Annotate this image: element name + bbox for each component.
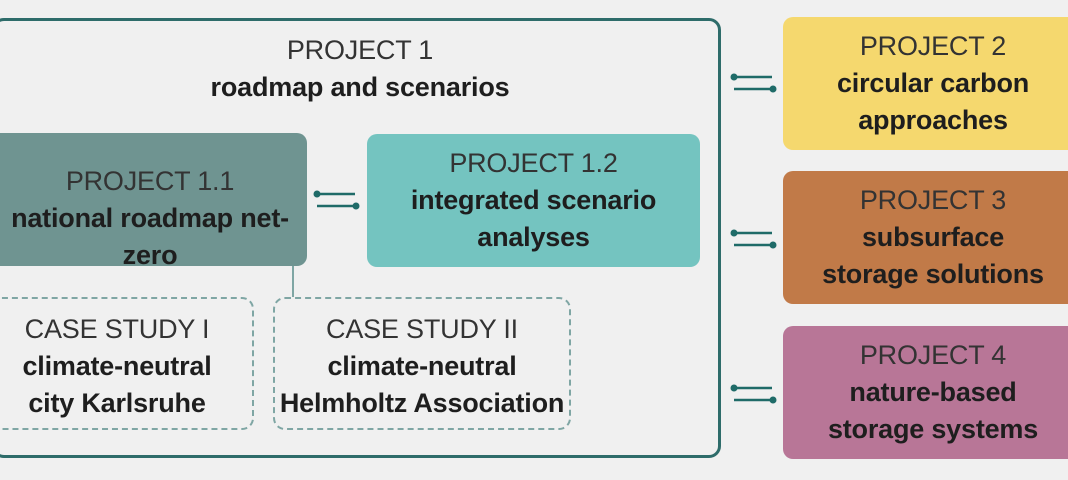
project-1-2-subtitle-line1: integrated scenario <box>410 185 657 215</box>
project-1-1-vertical-line <box>292 266 294 299</box>
project-1-1-box: PROJECT 1.1 national roadmap net-zero <box>0 133 307 266</box>
case-study-1-line2: city Karlsruhe <box>28 388 206 418</box>
project-2-box: PROJECT 2 circular carbon approaches <box>783 17 1068 150</box>
project-3-box: PROJECT 3 subsurface storage solutions <box>783 171 1068 304</box>
project-1-1-title: PROJECT 1.1 <box>65 166 235 196</box>
project-1-label: PROJECT 1 roadmap and scenarios <box>0 32 720 106</box>
connector-project-2-icon <box>730 73 777 93</box>
project-4-title: PROJECT 4 <box>859 340 1007 370</box>
project-1-1-subtitle: national roadmap net-zero <box>11 203 289 266</box>
connector-1-1-to-1-2-icon <box>313 190 360 210</box>
project-4-box: PROJECT 4 nature-based storage systems <box>783 326 1068 459</box>
case-study-2-line2: Helmholtz Association <box>279 388 565 418</box>
project-4-line1: nature-based <box>849 377 1017 407</box>
project-2-line1: circular carbon <box>836 68 1030 98</box>
case-study-1-line1: climate-neutral <box>22 351 212 381</box>
project-1-title: PROJECT 1 <box>286 35 434 65</box>
case-study-2-line1: climate-neutral <box>327 351 517 381</box>
case-study-2-box: CASE STUDY II climate-neutral Helmholtz … <box>273 297 571 430</box>
project-1-subtitle: roadmap and scenarios <box>210 72 510 102</box>
project-1-2-box: PROJECT 1.2 integrated scenario analyses <box>367 134 700 267</box>
project-1-2-title: PROJECT 1.2 <box>449 148 618 178</box>
project-3-line2: storage solutions <box>822 259 1044 289</box>
project-2-title: PROJECT 2 <box>859 31 1007 61</box>
project-2-line2: approaches <box>858 105 1008 135</box>
case-study-1-title: CASE STUDY I <box>24 314 210 344</box>
case-study-1-box: CASE STUDY I climate-neutral city Karlsr… <box>0 297 254 430</box>
project-4-line2: storage systems <box>827 414 1039 444</box>
connector-project-3-icon <box>730 229 777 249</box>
project-3-title: PROJECT 3 <box>859 185 1007 215</box>
project-3-line1: subsurface <box>861 222 1005 252</box>
case-study-2-title: CASE STUDY II <box>326 314 518 344</box>
connector-project-4-icon <box>730 384 777 404</box>
project-1-2-subtitle-line2: analyses <box>477 222 590 252</box>
